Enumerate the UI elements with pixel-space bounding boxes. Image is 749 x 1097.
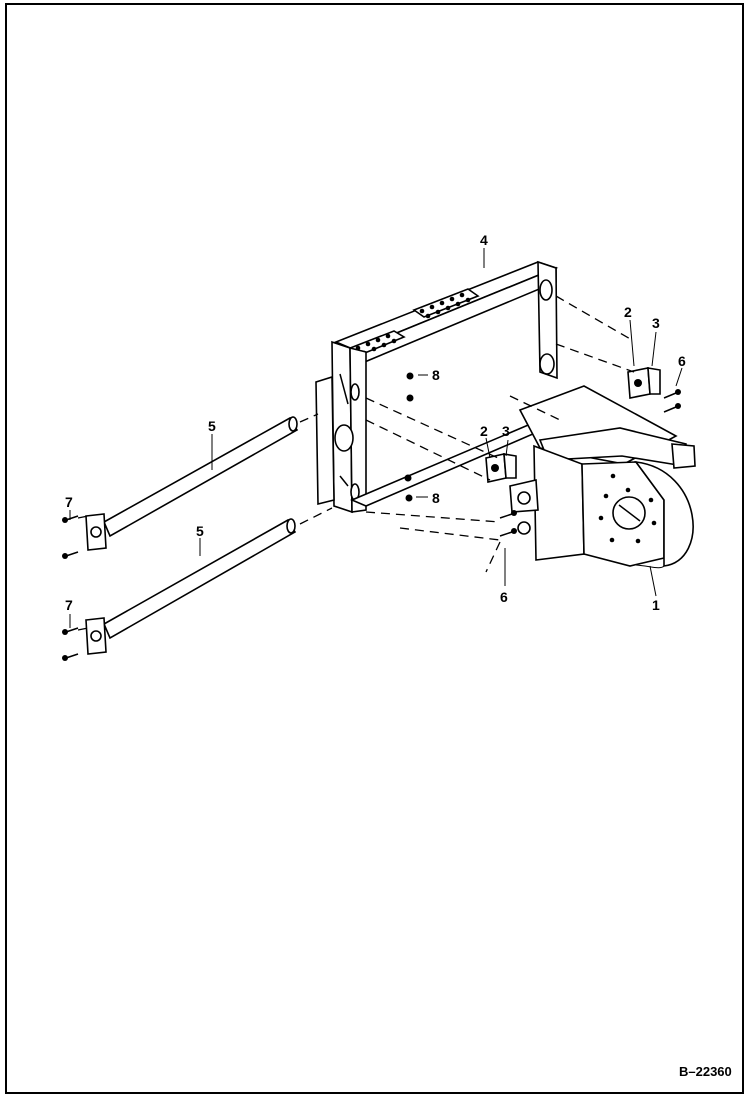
callout-5-lower: 5: [196, 523, 204, 556]
flange-lower: [85, 617, 107, 655]
callout-label-7-upper: 7: [65, 494, 73, 510]
callout-8-upper: 8: [418, 367, 440, 383]
callout-4: 4: [480, 232, 488, 268]
callout-label-8-lower: 8: [432, 490, 440, 506]
callout-label-2-lower: 2: [480, 423, 488, 439]
clamp-lower-parts-2-3: [485, 453, 517, 483]
callout-label-3-lower: 3: [502, 423, 510, 439]
callout-label-6-upper: 6: [678, 353, 686, 369]
callout-label-3-upper: 3: [652, 315, 660, 331]
callout-label-5-upper: 5: [208, 418, 216, 434]
page-border: [5, 3, 744, 1094]
callout-label-5-lower: 5: [196, 523, 204, 539]
callout-label-1: 1: [652, 597, 660, 613]
tube-upper-part-5: [102, 416, 299, 538]
callout-2-lower: 2: [480, 423, 491, 459]
top-rail-hole-plate-right: [412, 288, 480, 319]
callout-label-7-lower: 7: [65, 597, 73, 613]
callout-6-lower: 6: [500, 548, 508, 605]
callout-7-lower: 7: [65, 597, 73, 628]
bracket-assembly-part-1: [509, 385, 696, 569]
flange-upper: [85, 513, 107, 551]
callout-label-2-upper: 2: [624, 304, 632, 320]
callout-label-8-upper: 8: [432, 367, 440, 383]
nuts-part-8: [404, 372, 414, 502]
callout-1: 1: [649, 565, 660, 613]
assembly-dashed-lines: [77, 295, 635, 631]
figure-reference: B–22360: [679, 1064, 732, 1079]
callout-3-lower: 3: [502, 423, 510, 457]
clamp-upper-parts-2-3: [627, 367, 661, 399]
callout-3-upper: 3: [651, 315, 660, 367]
bolts-part-6: [499, 389, 681, 537]
callout-label-4: 4: [480, 232, 488, 248]
callout-6-upper: 6: [675, 353, 686, 387]
small-bolts-part-7: [62, 515, 79, 661]
tube-lower-part-5: [102, 518, 297, 640]
mounting-frame-part-4: [315, 260, 559, 514]
callout-8-lower: 8: [416, 490, 440, 506]
callout-7-upper: 7: [65, 494, 73, 520]
callout-label-6-lower: 6: [500, 589, 508, 605]
callout-5-upper: 5: [208, 418, 216, 470]
callout-2-upper: 2: [624, 304, 635, 367]
